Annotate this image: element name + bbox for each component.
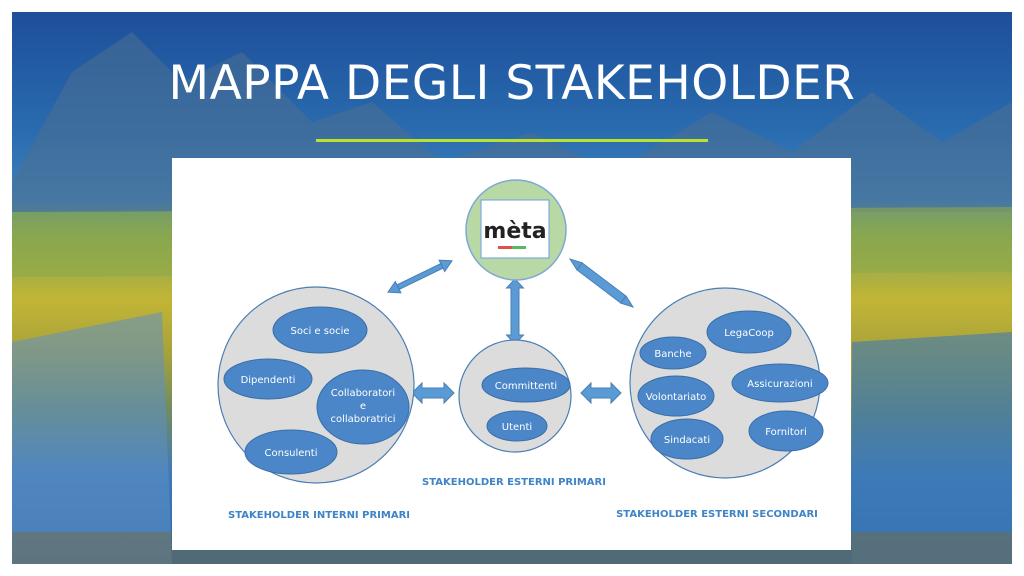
pill-assicurazioni [731,363,829,403]
label-sindacati: Sindacati [664,435,710,446]
arrow-logo-internal [387,259,453,294]
slide: MAPPA DEGLI STAKEHOLDER mèta Soci e soci… [12,12,1012,564]
arrow-logo-external-secondary [568,258,635,308]
diagram-panel: mèta Soci e socie Dipendenti Collaborato… [172,158,851,550]
pill-banche [639,336,707,370]
label-legacoop: LegaCoop [724,328,774,339]
slide-title: MAPPA DEGLI STAKEHOLDER [168,56,856,111]
pill-dipendenti [223,358,313,400]
label-soci: Soci e socie [290,326,349,337]
label-collaboratori-1: Collaboratori [331,388,395,399]
label-fornitori: Fornitori [765,427,807,438]
meta-logo-flag-red [498,246,512,249]
pill-committenti [481,367,571,403]
label-banche: Banche [654,349,691,360]
title-underline [316,139,708,142]
label-external-secondary: STAKEHOLDER ESTERNI SECONDARI [616,509,818,520]
pill-collaboratori [316,369,410,445]
label-external-primary: STAKEHOLDER ESTERNI PRIMARI [422,477,606,488]
label-assicurazioni: Assicurazioni [747,379,812,390]
arrow-internal-external-primary [411,381,455,405]
pill-volontariato [637,375,715,417]
label-dipendenti: Dipendenti [241,375,296,386]
label-committenti: Committenti [495,381,557,392]
pill-soci [272,306,368,354]
meta-logo: mèta [483,219,546,244]
arrow-external-primary-secondary [580,381,622,405]
label-collaboratori-2: e [360,401,366,412]
label-collaboratori-3: collaboratrici [330,414,395,425]
label-utenti: Utenti [502,422,532,433]
label-volontariato: Volontariato [646,392,707,403]
label-internal-primary: STAKEHOLDER INTERNI PRIMARI [228,510,410,521]
pill-utenti [486,410,548,442]
pill-sindacati [650,418,724,460]
label-consulenti: Consulenti [265,448,318,459]
pill-fornitori [748,410,824,452]
meta-logo-flag-green [512,246,526,249]
pill-legacoop [706,310,792,354]
arrow-logo-external-primary [505,278,525,345]
pill-consulenti [244,429,338,475]
